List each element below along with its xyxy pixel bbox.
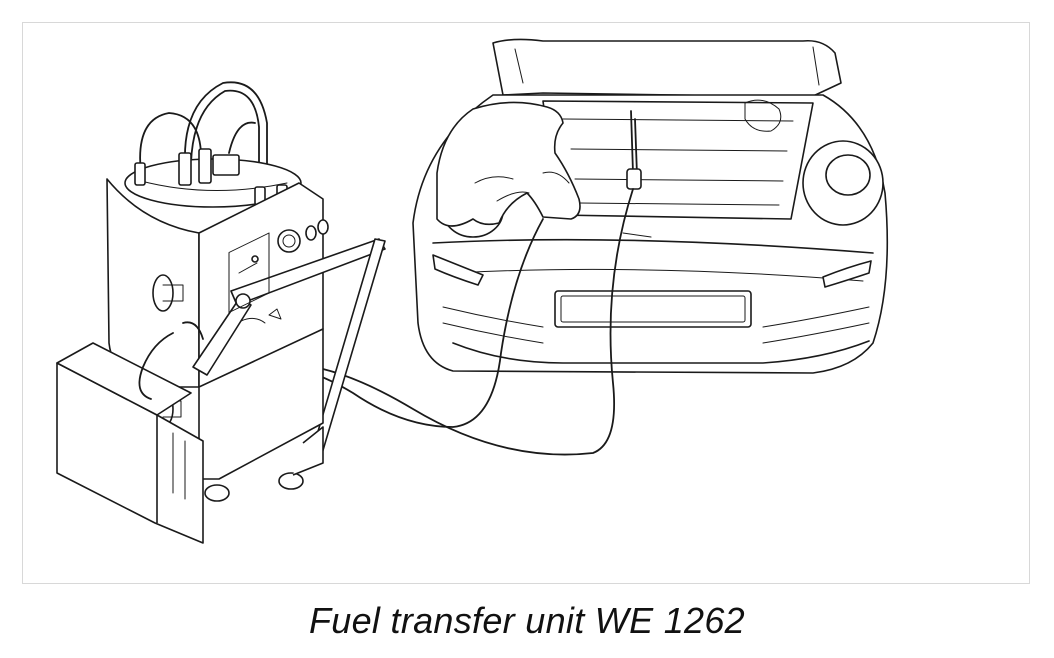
fuel-hose-icon bbox=[302, 110, 642, 456]
illustration-frame bbox=[22, 22, 1030, 584]
figure-caption: Fuel transfer unit WE 1262 bbox=[308, 600, 745, 641]
fuel-transfer-unit-icon bbox=[56, 81, 386, 544]
illustration-drawing bbox=[56, 38, 889, 544]
hand-icon bbox=[436, 101, 581, 227]
